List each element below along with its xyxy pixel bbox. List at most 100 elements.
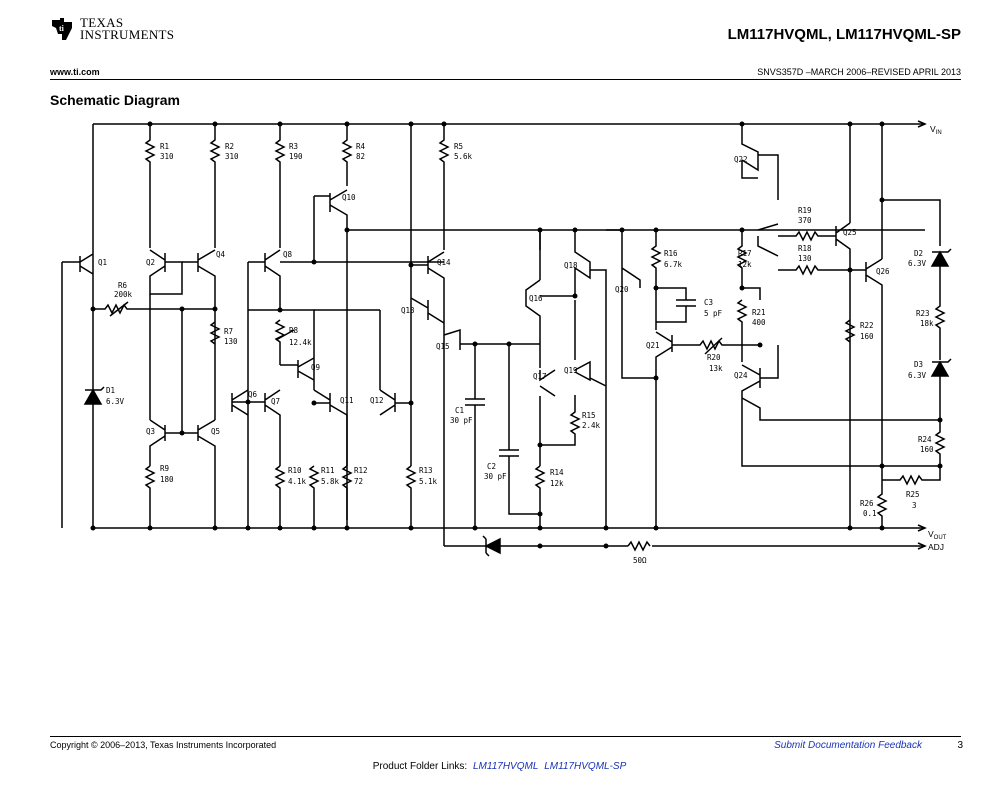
- r12-value: 72: [354, 477, 363, 486]
- product-folder-links: Product Folder Links: LM117HVQML LM117HV…: [0, 761, 999, 772]
- section-title: Schematic Diagram: [50, 92, 180, 108]
- svg-text:Q7: Q7: [271, 397, 280, 406]
- r25-value: 3: [912, 501, 917, 510]
- r24-value: 160: [920, 445, 934, 454]
- c1-value: 30 pF: [450, 416, 473, 425]
- svg-text:R13: R13: [419, 466, 433, 475]
- svg-text:R21: R21: [752, 308, 766, 317]
- svg-text:Q9: Q9: [311, 363, 320, 372]
- folder-link-lm117hvqml[interactable]: LM117HVQML: [473, 761, 539, 772]
- svg-text:D1: D1: [106, 386, 115, 395]
- r5-value: 5.6k: [454, 152, 473, 161]
- r14-value: 12k: [550, 479, 564, 488]
- svg-text:Q5: Q5: [211, 427, 220, 436]
- svg-text:Q16: Q16: [529, 294, 543, 303]
- header-rule: [50, 79, 961, 80]
- svg-text:Q18: Q18: [564, 261, 578, 270]
- svg-text:R14: R14: [550, 468, 564, 477]
- svg-text:Q1: Q1: [98, 258, 107, 267]
- svg-text:R8: R8: [289, 326, 299, 335]
- svg-text:R7: R7: [224, 327, 233, 336]
- svg-text:R11: R11: [321, 466, 335, 475]
- svg-text:R9: R9: [160, 464, 169, 473]
- svg-text:R1: R1: [160, 142, 169, 151]
- svg-text:R17: R17: [738, 249, 752, 258]
- svg-text:Q15: Q15: [436, 342, 450, 351]
- svg-text:Q22: Q22: [734, 155, 748, 164]
- r9-value: 180: [160, 475, 174, 484]
- r20-value: 13k: [709, 364, 723, 373]
- resistor-r12: R12 72: [341, 465, 368, 528]
- r18-value: 130: [798, 254, 812, 263]
- svg-text:ti: ti: [59, 24, 65, 33]
- svg-text:Q25: Q25: [843, 228, 857, 237]
- r8-value: 12.4k: [289, 338, 312, 347]
- svg-text:R6: R6: [118, 281, 128, 290]
- svg-text:C1: C1: [455, 406, 464, 415]
- svg-text:R4: R4: [356, 142, 366, 151]
- ti-logo: ti TEXAS INSTRUMENTS: [50, 16, 174, 42]
- svg-text:R25: R25: [906, 490, 920, 499]
- r22-value: 160: [860, 332, 874, 341]
- svg-text:Q24: Q24: [734, 371, 748, 380]
- doc-number: SNVS357D –MARCH 2006–REVISED APRIL 2013: [757, 67, 961, 77]
- resistor-r10: R10 4.1k: [274, 465, 307, 528]
- svg-text:R19: R19: [798, 206, 812, 215]
- svg-text:R23: R23: [916, 309, 930, 318]
- svg-text:R20: R20: [707, 353, 721, 362]
- svg-text:R24: R24: [918, 435, 932, 444]
- resistor-r11: R11 5.8k: [308, 465, 340, 528]
- svg-text:R15: R15: [582, 411, 596, 420]
- r26-value: 0.1: [863, 509, 877, 518]
- vout-label: V: [928, 529, 934, 539]
- r15-value: 2.4k: [582, 421, 601, 430]
- vout-subscript: OUT: [934, 535, 947, 541]
- d3-value: 6.3V: [908, 371, 927, 380]
- svg-text:Q21: Q21: [646, 341, 660, 350]
- ti-logo-icon: ti: [52, 18, 72, 40]
- svg-text:VIN: VIN: [930, 124, 942, 136]
- r10-value: 4.1k: [288, 477, 307, 486]
- r23-value: 18k: [920, 319, 934, 328]
- resistor-r2: R2 310: [209, 124, 239, 248]
- svg-text:Q2: Q2: [146, 258, 155, 267]
- svg-text:D3: D3: [914, 360, 923, 369]
- r6-value: 200k: [114, 290, 133, 299]
- folder-link-lm117hvqml-sp[interactable]: LM117HVQML-SP: [544, 761, 627, 772]
- r11-value: 5.8k: [321, 477, 340, 486]
- copyright: Copyright © 2006–2013, Texas Instruments…: [50, 740, 277, 750]
- svg-text:R3: R3: [289, 142, 298, 151]
- vin-subscript: IN: [936, 130, 942, 136]
- c3-value: 5 pF: [704, 309, 723, 318]
- svg-text:R2: R2: [225, 142, 234, 151]
- svg-text:D2: D2: [914, 249, 923, 258]
- c2-value: 30 pF: [484, 472, 507, 481]
- vin-label: V: [930, 124, 936, 134]
- r7-value: 130: [224, 337, 238, 346]
- resistor-r1: R1 310: [144, 124, 174, 248]
- feedback-link[interactable]: Submit Documentation Feedback: [774, 740, 922, 751]
- resistor-r4: R4 82: [341, 124, 366, 186]
- folder-links-label: Product Folder Links:: [372, 761, 468, 772]
- website[interactable]: www.ti.com: [50, 67, 100, 77]
- adj-label: ADJ: [928, 542, 944, 552]
- resistor-r13: R13 5.1k: [405, 465, 438, 528]
- svg-text:Q8: Q8: [283, 250, 293, 259]
- r16-value: 6.7k: [664, 260, 683, 269]
- svg-text:Q26: Q26: [876, 267, 890, 276]
- svg-text:C2: C2: [487, 462, 496, 471]
- svg-text:C3: C3: [704, 298, 713, 307]
- svg-text:R16: R16: [664, 249, 678, 258]
- svg-text:R18: R18: [798, 244, 812, 253]
- r3-value: 190: [289, 152, 303, 161]
- svg-text:Q10: Q10: [342, 193, 356, 202]
- svg-text:Q13: Q13: [401, 306, 415, 315]
- svg-text:Q19: Q19: [564, 366, 578, 375]
- company-name-line2: INSTRUMENTS: [80, 27, 175, 42]
- resistor-r3: R3 190: [274, 124, 303, 248]
- svg-text:Q11: Q11: [340, 396, 354, 405]
- svg-text:R5: R5: [454, 142, 463, 151]
- adj-resistor-value: 50Ω: [633, 556, 647, 565]
- company-name-line1: TEXAS: [80, 15, 124, 30]
